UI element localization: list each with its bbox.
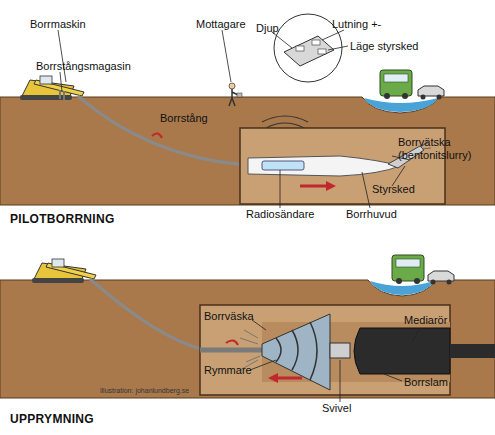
part-label: Lutning +- [332,18,381,31]
pond [370,281,434,295]
swivel [330,343,350,358]
cutaway [200,305,450,395]
inset-circle [274,14,342,82]
part-label: Borrslam [404,376,448,389]
drill-rod [90,279,205,350]
part-label: Djup [256,22,279,35]
wheel [447,280,452,285]
wheel [421,95,426,100]
arrow-head [326,181,336,191]
reamer [262,314,330,390]
part-label: Borrväska [204,310,254,323]
rotation-arrow [226,340,238,345]
cab [52,259,64,267]
leader-line [250,320,420,402]
part-label: Borrstångsmagasin [36,60,131,73]
bus [380,70,412,96]
wheel [396,278,402,284]
credit-note: illustration: johanlundberg.se [100,387,189,395]
part-label: Borrvätska (bentonitslurry) [398,136,490,161]
display-field [312,40,320,45]
bus-window [396,259,420,267]
radio-transmitter [262,161,304,170]
part-label: Rymmare [204,364,252,377]
arrow-head [268,373,278,383]
car [418,86,444,96]
part-label: Mottagare [196,18,246,31]
cab [40,76,52,84]
display-field [318,49,326,54]
drill-rod [200,348,264,353]
section-heading: PILOTBORRNING [10,213,115,227]
part-label: Radiosändare [246,208,315,221]
receiver-device [237,93,242,97]
receiver-display [284,36,334,66]
part-label: Läge styrsked [350,40,418,53]
person-head [229,83,235,89]
media-pipe [354,328,450,374]
part-label: Borrmaskin [30,18,86,31]
part-label: Svivel [322,402,351,415]
drill-rod [78,96,248,165]
wheel [437,95,442,100]
wheel [402,93,408,99]
part-label: Borrhuvud [346,208,397,221]
reamer-spiral [276,322,317,380]
section-heading: UPPRYMNING [10,413,94,427]
display-field [296,46,304,51]
ground [0,97,495,205]
rotation-arrow [152,133,162,138]
part-label: Borrstång [160,112,208,125]
wheel [431,280,436,285]
track [32,278,84,283]
bus [392,255,424,281]
media-pipe [450,344,495,358]
bus-window [384,74,408,82]
wheel [384,93,390,99]
ground [0,280,495,398]
person-body [229,89,238,106]
drill-head [248,156,400,176]
wheel [414,278,420,284]
direction-arrow [300,185,326,188]
direction-arrow [278,377,302,380]
leader-line [58,30,410,208]
part-label: Styrsked [372,183,415,196]
pond [364,98,438,112]
part-label: Mediarör [404,314,447,327]
car [428,271,454,281]
